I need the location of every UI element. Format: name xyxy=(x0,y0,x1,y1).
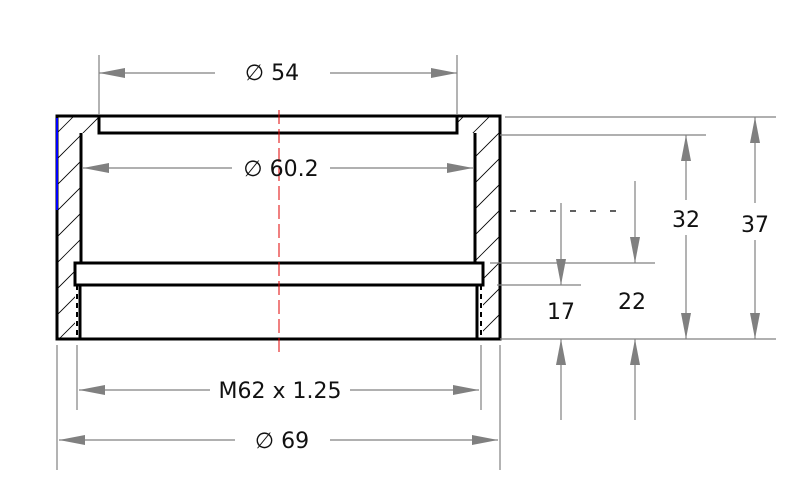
hatch-line xyxy=(194,100,454,360)
hatch-line xyxy=(766,100,809,360)
hatch-line xyxy=(142,100,402,360)
hatch-line xyxy=(457,116,481,339)
hatch-line xyxy=(457,116,500,339)
hatch-line xyxy=(506,100,766,360)
hatch-line xyxy=(457,116,500,339)
hatch-line xyxy=(636,100,809,360)
hatch-line xyxy=(12,100,272,360)
hatch-line xyxy=(0,100,142,360)
hatch-line xyxy=(57,116,99,339)
hatch-line xyxy=(0,100,12,360)
hatch-line xyxy=(142,100,402,360)
hatch-line xyxy=(792,100,809,360)
hatch-line xyxy=(194,100,454,360)
hatch-line xyxy=(457,116,500,339)
hatch-line xyxy=(63,116,99,339)
hatch-line xyxy=(168,100,428,360)
hatch-line xyxy=(457,116,500,339)
hatch-line xyxy=(0,100,38,360)
hatch-line xyxy=(57,116,99,339)
hatch-line xyxy=(402,100,662,360)
hatch-line xyxy=(168,100,428,360)
hatch-line xyxy=(610,100,809,360)
hatch-line xyxy=(246,100,506,360)
hatch-line xyxy=(64,100,324,360)
hatch-line xyxy=(480,100,740,360)
hatch-line xyxy=(0,100,12,360)
hatch-line xyxy=(0,100,64,360)
dim-outer: ∅ 69 xyxy=(255,429,309,454)
hatch-line xyxy=(57,116,99,339)
hatch-line xyxy=(57,116,99,339)
hatch-line xyxy=(457,116,500,339)
hatch-line xyxy=(0,100,246,360)
dim-height-22: 22 xyxy=(618,290,646,315)
hatch-line xyxy=(0,100,38,360)
hatch-line xyxy=(506,100,766,360)
hatch-line xyxy=(0,100,220,360)
hatch-line xyxy=(220,100,480,360)
dim-thread: M62 x 1.25 xyxy=(219,379,342,404)
dim-height-17: 17 xyxy=(547,300,575,325)
hatch-line xyxy=(57,116,99,339)
dim-inner-bore: ∅ 60.2 xyxy=(243,157,318,182)
hatch-line xyxy=(298,100,558,360)
hatch-line xyxy=(57,116,99,339)
hatch-line xyxy=(636,100,809,360)
hatch-line xyxy=(0,100,194,360)
hatch-line xyxy=(57,116,99,339)
dim-height-37: 37 xyxy=(741,213,769,238)
hatch-line xyxy=(116,100,376,360)
hatch-line xyxy=(90,100,350,360)
hatch-line xyxy=(376,100,636,360)
dimension-lines xyxy=(59,68,760,445)
hatch-line xyxy=(457,116,500,339)
hatch-line xyxy=(324,100,584,360)
hatch-line xyxy=(457,116,500,339)
hatch-line xyxy=(792,100,809,360)
hatch-line xyxy=(457,116,500,339)
hatch-line xyxy=(116,100,376,360)
dim-height-32: 32 xyxy=(672,208,700,233)
hatch-line xyxy=(479,116,500,339)
hatch-line xyxy=(610,100,809,360)
hatch-line xyxy=(89,116,99,339)
hatch-line xyxy=(766,100,809,360)
dim-top-bore: ∅ 54 xyxy=(245,61,299,86)
hatch-line xyxy=(0,100,168,360)
hatch-line xyxy=(57,116,65,339)
